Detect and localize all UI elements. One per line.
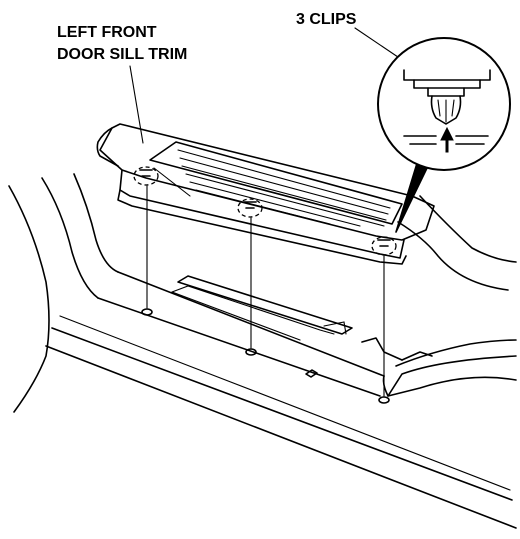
part-label-line1: LEFT FRONT: [57, 24, 157, 41]
clip-detail-view: [377, 37, 511, 171]
clips-label: 3 CLIPS: [296, 11, 357, 28]
door-sill-trim: [96, 123, 435, 265]
clip-marker-1: [133, 166, 159, 316]
clip-marker-2: [237, 198, 263, 356]
part-label-line2: DOOR SILL TRIM: [57, 46, 187, 63]
part-label-leader: [129, 65, 144, 144]
door-opening-right: [382, 195, 517, 397]
clip-marker-3: [371, 236, 397, 404]
sill-panel: [45, 271, 517, 529]
detail-callout-tail: [395, 159, 429, 233]
door-opening-contour: [8, 173, 119, 413]
